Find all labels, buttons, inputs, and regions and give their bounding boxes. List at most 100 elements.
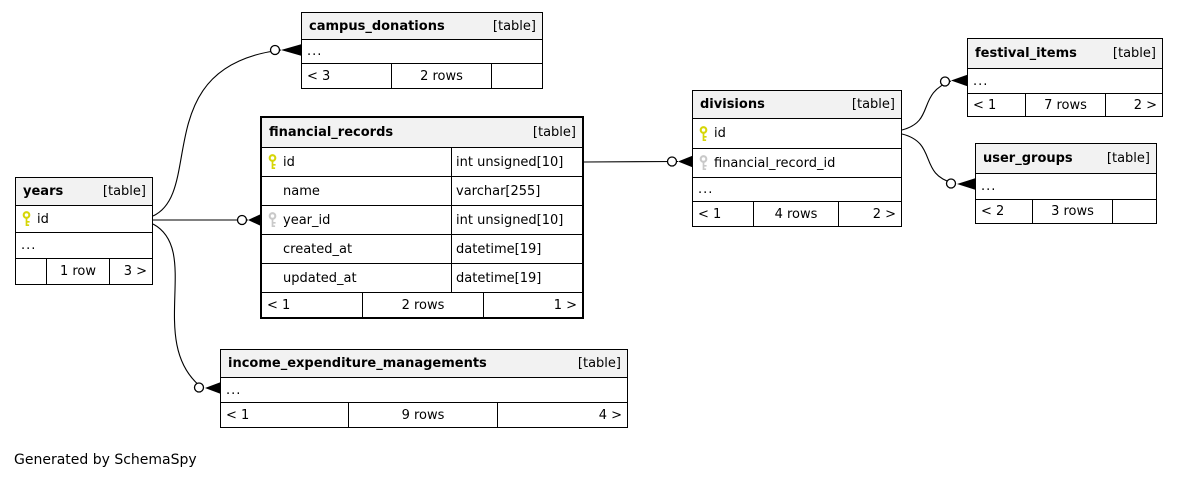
primary-key-icon (22, 211, 31, 227)
column-row: name varchar[255] (262, 176, 582, 205)
generated-by-caption: Generated by SchemaSpy (14, 452, 197, 468)
table-footer: < 1 4 rows 2 > (693, 201, 901, 226)
crow-foot-campus-donations (281, 44, 302, 56)
footer-children: < 2 (981, 204, 1005, 219)
table-header[interactable]: divisions [table] (693, 91, 901, 118)
footer-children: < 1 (267, 297, 291, 313)
column-row: updated_at datetime[19] (262, 263, 582, 292)
relationship-years-income-expenditure-managements (152, 223, 202, 388)
zero-or-many-circle (666, 156, 678, 167)
table-user-groups[interactable]: user_groups [table] ... < 2 3 rows (975, 143, 1157, 224)
footer-parents (491, 64, 542, 88)
primary-key-icon (699, 125, 708, 142)
ellipsis-row: ... (221, 377, 627, 402)
crow-foot-income-expenditure-managements (205, 382, 221, 394)
foreign-key-icon (268, 212, 277, 228)
footer-children: < 3 (307, 68, 331, 84)
column-row: id (693, 118, 901, 148)
table-header[interactable]: campus_donations [table] (302, 13, 542, 39)
table-header[interactable]: festival_items [table] (968, 39, 1162, 68)
table-title[interactable]: financial_records (269, 125, 394, 140)
table-header[interactable]: financial_records [table] (262, 118, 582, 147)
table-campus-donations[interactable]: campus_donations [table] ... < 3 2 rows (301, 12, 543, 89)
zero-or-many-circle (945, 178, 957, 189)
footer-rowcount: 2 rows (391, 64, 491, 88)
column-name: financial_record_id (714, 155, 836, 171)
column-type: int unsigned[10] (451, 148, 582, 176)
table-header[interactable]: income_expenditure_managements [table] (221, 350, 627, 377)
table-footer: < 3 2 rows (302, 63, 542, 88)
ellipsis-row: ... (976, 173, 1156, 199)
relationship-financial-records-divisions (583, 160, 679, 163)
table-type-tag: [table] (102, 184, 146, 199)
footer-parents: 3 > (109, 259, 152, 284)
column-row: id int unsigned[10] (262, 147, 582, 176)
column-type: int unsigned[10] (451, 206, 582, 234)
column-name: year_id (283, 212, 331, 228)
ellipsis-row: ... (693, 177, 901, 201)
column-name: created_at (283, 241, 353, 257)
crow-foot-divisions-financial-record-id (678, 155, 693, 168)
footer-children (16, 259, 46, 284)
table-divisions[interactable]: divisions [table] id financial_record_id… (692, 90, 902, 227)
crow-foot-user-groups (957, 178, 976, 190)
column-type: datetime[19] (451, 235, 582, 263)
footer-parents: 2 > (838, 202, 901, 226)
footer-rowcount: 4 rows (753, 202, 838, 226)
column-name: updated_at (283, 270, 357, 286)
ellipsis-row: ... (16, 232, 152, 258)
footer-children: < 1 (698, 206, 722, 222)
relationship-divisions-festival-items (901, 80, 952, 131)
column-row: year_id int unsigned[10] (262, 205, 582, 234)
table-type-tag: [table] (532, 125, 576, 140)
table-title[interactable]: income_expenditure_managements (228, 356, 487, 371)
column-name: id (714, 126, 726, 141)
ellipsis-row: ... (302, 39, 542, 63)
table-financial-records[interactable]: financial_records [table] id int unsigne… (260, 116, 584, 319)
crow-foot-festival-items (951, 74, 968, 87)
table-type-tag: [table] (492, 18, 536, 34)
table-years[interactable]: years [table] id ... 1 row 3 > (15, 177, 153, 285)
column-name: name (283, 183, 320, 199)
table-title[interactable]: years (23, 184, 64, 199)
column-row: created_at datetime[19] (262, 234, 582, 263)
table-title[interactable]: user_groups (983, 151, 1073, 166)
footer-rowcount: 3 rows (1032, 200, 1112, 223)
footer-children: < 1 (973, 97, 997, 113)
column-name: id (283, 154, 295, 170)
foreign-key-icon (699, 155, 708, 171)
table-footer: < 2 3 rows (976, 199, 1156, 223)
zero-or-many-circle (939, 76, 951, 87)
column-type: datetime[19] (451, 264, 582, 292)
table-footer: 1 row 3 > (16, 258, 152, 284)
table-title[interactable]: festival_items (975, 46, 1077, 61)
zero-or-many-circle (193, 382, 205, 393)
table-festival-items[interactable]: festival_items [table] ... < 1 7 rows 2 … (967, 38, 1163, 117)
table-title[interactable]: divisions (700, 97, 765, 112)
footer-rowcount: 9 rows (348, 403, 497, 427)
table-header[interactable]: user_groups [table] (976, 144, 1156, 173)
table-title[interactable]: campus_donations (309, 18, 445, 34)
table-income-expenditure-managements[interactable]: income_expenditure_managements [table] .… (220, 349, 628, 428)
zero-or-many-circle (269, 44, 281, 56)
footer-parents: 2 > (1105, 94, 1162, 116)
table-type-tag: [table] (851, 97, 895, 112)
footer-rowcount: 7 rows (1025, 94, 1105, 116)
table-type-tag: [table] (1112, 46, 1156, 61)
column-type: varchar[255] (451, 177, 582, 205)
footer-rowcount: 1 row (46, 259, 109, 284)
table-footer: < 1 7 rows 2 > (968, 93, 1162, 116)
ellipsis-row: ... (968, 68, 1162, 93)
column-name: id (37, 211, 49, 227)
primary-key-icon (268, 154, 277, 170)
footer-parents (1112, 200, 1156, 223)
column-row: financial_record_id (693, 148, 901, 177)
footer-parents: 4 > (497, 403, 627, 427)
zero-or-many-circle (236, 214, 248, 226)
table-header[interactable]: years [table] (16, 178, 152, 205)
footer-rowcount: 2 rows (362, 293, 483, 317)
table-footer: < 1 2 rows 1 > (262, 292, 582, 317)
footer-children: < 1 (226, 407, 250, 423)
table-footer: < 1 9 rows 4 > (221, 402, 627, 427)
